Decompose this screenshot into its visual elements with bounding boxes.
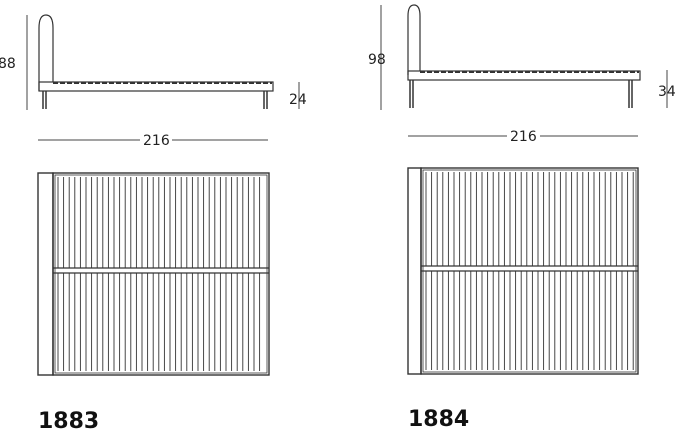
- frame-plan-1883: [52, 172, 270, 376]
- model-number-1883: 1883: [38, 409, 99, 434]
- headboard-plan-1883: [37, 172, 54, 376]
- slats-1883: [57, 177, 261, 371]
- bed-frame-1884: [407, 70, 641, 81]
- headboard-1884: [407, 4, 421, 75]
- side-view-1884: [407, 4, 641, 108]
- leg-height-label-1884: 34: [658, 84, 676, 100]
- bed-1883: 88 24 216 1883: [0, 14, 307, 434]
- plan-view-1884: [407, 167, 639, 375]
- slats-1884: [425, 172, 634, 370]
- height-label-1884: 98: [368, 52, 386, 68]
- headboard-1883: [38, 14, 54, 91]
- width-label-1884: 216: [510, 129, 537, 145]
- bed-1884: 98 34 216 1884: [368, 4, 676, 432]
- headboard-plan-1884: [407, 167, 422, 375]
- leg-height-label-1883: 24: [289, 92, 307, 108]
- plan-view-1883: [37, 172, 270, 376]
- model-number-1884: 1884: [408, 407, 469, 432]
- height-label-1883: 88: [0, 56, 16, 72]
- side-view-1883: [38, 14, 274, 109]
- width-label-1883: 216: [143, 133, 170, 149]
